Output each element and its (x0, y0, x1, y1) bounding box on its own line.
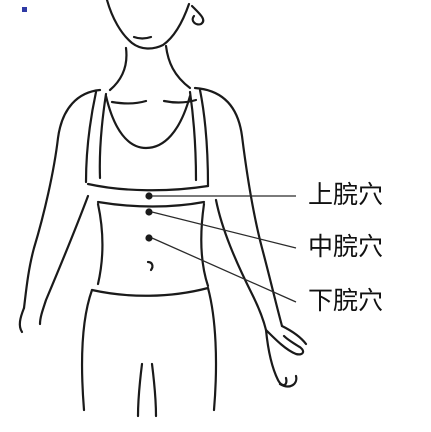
point-lower (145, 234, 152, 241)
left-shoulder-arm (24, 90, 100, 308)
neck-left (110, 48, 126, 90)
chin-outline (107, 0, 189, 49)
navel (148, 262, 152, 270)
point-middle (145, 208, 152, 215)
bra-strap-left-inner (100, 94, 106, 178)
left-hand (20, 308, 24, 332)
point-upper (145, 192, 152, 199)
mouth (134, 37, 151, 39)
torso-left (98, 204, 103, 284)
waistband (92, 288, 208, 296)
shorts-seam-right (152, 364, 156, 416)
right-hand (266, 326, 306, 386)
bra-strap-left (86, 92, 96, 182)
label-lower-wan: 下脘穴 (308, 288, 383, 313)
shorts-left (82, 290, 92, 410)
shorts-seam-left (138, 364, 142, 416)
corner-mark (22, 7, 27, 12)
label-upper-wan: 上脘穴 (308, 182, 383, 207)
bra-band-top (88, 184, 208, 190)
collarbone-left (112, 101, 146, 103)
hair-curl (192, 6, 203, 24)
bra-strap-right-inner (190, 92, 196, 180)
leader-middle (152, 212, 296, 248)
torso-right (201, 204, 208, 286)
right-arm-inner (216, 200, 266, 330)
shorts-right (208, 288, 216, 410)
left-arm-inner (40, 196, 88, 324)
neck-right (166, 46, 190, 88)
bra-band-bottom (98, 202, 204, 207)
label-middle-wan: 中脘穴 (308, 234, 383, 259)
leader-lower (152, 238, 296, 302)
bra-strap-right (200, 90, 208, 186)
